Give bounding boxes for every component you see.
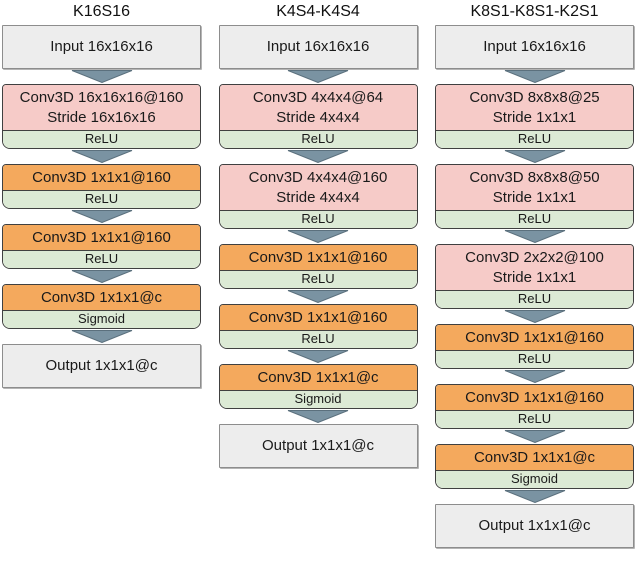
conv-layer-body: Conv3D 1x1x1@160 [219,245,417,270]
input-layer-box: Input 16x16x16 [2,25,201,69]
conv-stride-line: Stride 16x16x16 [47,109,156,126]
conv-layer-block: Conv3D 4x4x4@160 Stride 4x4x4 ReLU [218,164,418,229]
output-layer-box: Output 1x1x1@c [2,344,201,388]
activation-label: ReLU [219,210,417,228]
down-arrow-icon [2,270,201,283]
conv-layer-body: Conv3D 8x8x8@50 Stride 1x1x1 [436,165,633,210]
conv-kernel-line: Conv3D 1x1x1@160 [32,229,171,246]
conv-layer-block: Conv3D 1x1x1@160 ReLU [218,304,418,349]
activation-label: ReLU [3,130,200,148]
conv-layer-block: Conv3D 1x1x1@160 ReLU [2,224,201,269]
activation-label: ReLU [219,330,417,348]
conv-kernel-line: Conv3D 1x1x1@160 [248,249,388,266]
activation-label: Sigmoid [219,390,417,408]
conv-layer-body: Conv3D 1x1x1@c [219,365,417,390]
conv-stride-line: Stride 1x1x1 [492,189,577,206]
down-arrow-icon [219,230,418,243]
conv-layer-body: Conv3D 1x1x1@160 [3,165,200,190]
activation-label: ReLU [436,290,633,308]
conv-layer-body: Conv3D 1x1x1@c [436,445,633,470]
conv-stride-line: Stride 1x1x1 [492,269,577,286]
conv-layer-body: Conv3D 2x2x2@100 Stride 1x1x1 [436,245,633,290]
conv-kernel-line: Conv3D 1x1x1@160 [465,329,604,346]
conv-kernel-line: Conv3D 8x8x8@25 [469,89,600,106]
conv-layer-body: Conv3D 1x1x1@c [3,285,200,310]
conv-layer-block: Conv3D 1x1x1@160 ReLU [435,324,634,369]
conv-layer-block: Conv3D 8x8x8@25 Stride 1x1x1 ReLU [435,84,634,149]
conv-layer-body: Conv3D 1x1x1@160 [219,305,417,330]
conv-layer-block: Conv3D 4x4x4@64 Stride 4x4x4 ReLU [218,84,418,149]
conv-layer-block: Conv3D 1x1x1@160 ReLU [2,164,201,209]
conv-kernel-line: Conv3D 4x4x4@64 [252,89,384,106]
down-arrow-icon [219,150,418,163]
activation-label: ReLU [436,210,633,228]
activation-label: ReLU [436,410,633,428]
conv-layer-block: Conv3D 1x1x1@c Sigmoid [435,444,634,489]
column-title: K8S1-K8S1-K2S1 [470,3,599,20]
column-title: K4S4-K4S4 [276,3,360,20]
conv-kernel-line: Conv3D 4x4x4@160 [248,169,388,186]
down-arrow-icon [435,310,634,323]
conv-layer-body: Conv3D 4x4x4@160 Stride 4x4x4 [219,165,417,210]
activation-label: Sigmoid [3,310,200,328]
conv-layer-block: Conv3D 1x1x1@c Sigmoid [218,364,418,409]
conv-layer-body: Conv3D 1x1x1@160 [436,385,633,410]
down-arrow-icon [435,70,634,83]
down-arrow-icon [219,70,418,83]
conv-layer-block: Conv3D 1x1x1@c Sigmoid [2,284,201,329]
activation-label: ReLU [436,350,633,368]
conv-kernel-line: Conv3D 1x1x1@160 [465,389,604,406]
activation-label: ReLU [436,130,633,148]
activation-label: ReLU [3,190,200,208]
column-k4s4-k4s4: K4S4-K4S4 Input 16x16x16 Conv3D 4x4x4@64… [218,2,418,568]
conv-layer-body: Conv3D 8x8x8@25 Stride 1x1x1 [436,85,633,130]
conv-stride-line: Stride 1x1x1 [492,109,577,126]
down-arrow-icon [2,330,201,343]
down-arrow-icon [219,350,418,363]
output-layer-box: Output 1x1x1@c [218,424,418,468]
conv-kernel-line: Conv3D 1x1x1@c [257,369,379,386]
conv-layer-block: Conv3D 1x1x1@160 ReLU [435,384,634,429]
conv-layer-body: Conv3D 4x4x4@64 Stride 4x4x4 [219,85,417,130]
down-arrow-icon [2,70,201,83]
down-arrow-icon [219,410,418,423]
down-arrow-icon [435,490,634,503]
down-arrow-icon [2,150,201,163]
activation-label: ReLU [3,250,200,268]
down-arrow-icon [435,370,634,383]
conv-layer-block: Conv3D 16x16x16@160 Stride 16x16x16 ReLU [2,84,201,149]
conv-layer-block: Conv3D 2x2x2@100 Stride 1x1x1 ReLU [435,244,634,309]
down-arrow-icon [2,210,201,223]
conv-layer-body: Conv3D 1x1x1@160 [436,325,633,350]
activation-label: Sigmoid [436,470,633,488]
input-layer-box: Input 16x16x16 [218,25,418,69]
conv-stride-line: Stride 4x4x4 [276,189,360,206]
conv-kernel-line: Conv3D 1x1x1@160 [32,169,171,186]
output-layer-box: Output 1x1x1@c [435,504,634,548]
conv-layer-block: Conv3D 1x1x1@160 ReLU [218,244,418,289]
down-arrow-icon [435,150,634,163]
conv-kernel-line: Conv3D 1x1x1@c [40,289,163,306]
column-k16s16: K16S16 Input 16x16x16 Conv3D 16x16x16@16… [2,2,201,568]
conv-layer-body: Conv3D 16x16x16@160 Stride 16x16x16 [3,85,200,130]
conv-kernel-line: Conv3D 8x8x8@50 [469,169,600,186]
conv-layer-body: Conv3D 1x1x1@160 [3,225,200,250]
down-arrow-icon [435,230,634,243]
conv-kernel-line: Conv3D 1x1x1@c [473,449,596,466]
down-arrow-icon [435,430,634,443]
conv-kernel-line: Conv3D 1x1x1@160 [248,309,388,326]
conv-kernel-line: Conv3D 16x16x16@160 [19,89,184,106]
conv-layer-block: Conv3D 8x8x8@50 Stride 1x1x1 ReLU [435,164,634,229]
down-arrow-icon [219,290,418,303]
conv-stride-line: Stride 4x4x4 [276,109,360,126]
input-layer-box: Input 16x16x16 [435,25,634,69]
conv-kernel-line: Conv3D 2x2x2@100 [465,249,604,266]
activation-label: ReLU [219,270,417,288]
column-k8s1-k8s1-k2s1: K8S1-K8S1-K2S1 Input 16x16x16 Conv3D 8x8… [435,2,634,568]
activation-label: ReLU [219,130,417,148]
column-title: K16S16 [73,3,130,20]
